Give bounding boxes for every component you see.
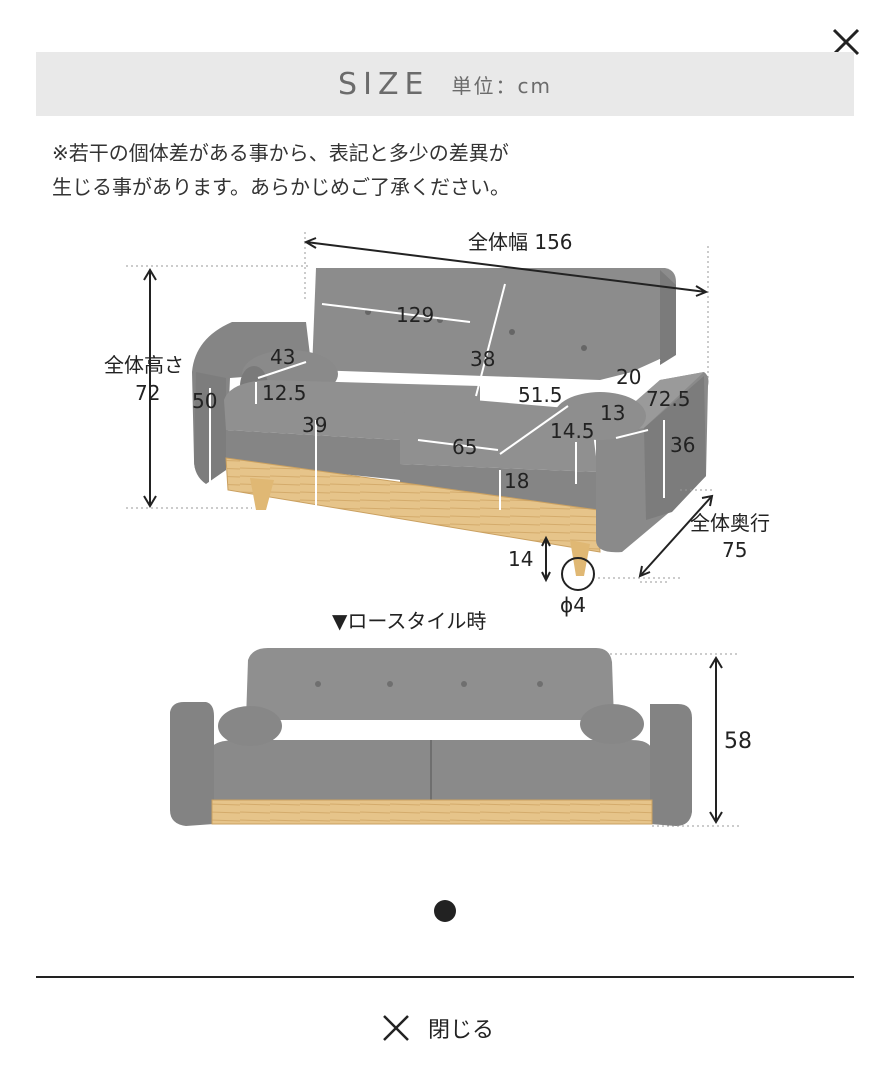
size-title: SIZE xyxy=(338,66,430,102)
dim-36: 36 xyxy=(670,433,695,457)
sofa-low-style-image xyxy=(170,648,692,826)
dim-65: 65 xyxy=(452,435,477,459)
inner-dimension-arrows xyxy=(209,283,695,530)
low-style-caption: ▼ロースタイル時 xyxy=(332,609,486,633)
dim-39: 39 xyxy=(302,413,327,437)
close-icon[interactable] xyxy=(826,22,866,62)
guide-lines xyxy=(126,232,712,583)
total-depth-label: 全体奥行 xyxy=(690,511,770,535)
size-unit: 単位：cm xyxy=(451,73,552,98)
total-height-value: 72 xyxy=(135,381,160,405)
total-depth-value: 75 xyxy=(722,538,747,562)
size-header: SIZE 単位：cm xyxy=(36,52,854,116)
dim-50: 50 xyxy=(192,389,217,413)
leg-diameter-label: ϕ4 xyxy=(560,593,586,617)
dim-38: 38 xyxy=(470,347,495,371)
sofa-dimension-diagram: 全体幅 156 全体高さ 72 全体奥行 75 129 43 12.5 38 2… xyxy=(104,230,770,827)
sofa-high-style-image xyxy=(192,268,709,576)
low-height-label: 58 xyxy=(724,729,752,754)
footer-divider xyxy=(36,976,854,978)
dim-72-5: 72.5 xyxy=(646,387,691,411)
dim-20: 20 xyxy=(616,365,641,389)
dim-43: 43 xyxy=(270,345,295,369)
leg-diameter-marker xyxy=(561,557,595,591)
carousel-dot-active[interactable] xyxy=(434,900,456,922)
dim-12-5: 12.5 xyxy=(262,381,307,405)
close-button[interactable]: 閉じる xyxy=(380,1008,494,1048)
low-guide-lines xyxy=(610,653,740,827)
dim-51-5: 51.5 xyxy=(518,383,563,407)
total-width-label: 全体幅 156 xyxy=(468,230,573,254)
dim-14: 14 xyxy=(508,547,533,571)
dimension-arrows xyxy=(143,237,723,824)
close-button-label: 閉じる xyxy=(428,1018,495,1043)
dim-14-5: 14.5 xyxy=(550,419,595,443)
dim-13: 13 xyxy=(600,401,625,425)
dim-129: 129 xyxy=(396,303,434,327)
close-x-icon xyxy=(383,1015,409,1041)
variance-note: ※若干の個体差がある事から、表記と多少の差異が 生じる事があります。あらかじめご… xyxy=(52,141,510,199)
total-height-label: 全体高さ xyxy=(104,353,184,377)
dim-18: 18 xyxy=(504,469,529,493)
